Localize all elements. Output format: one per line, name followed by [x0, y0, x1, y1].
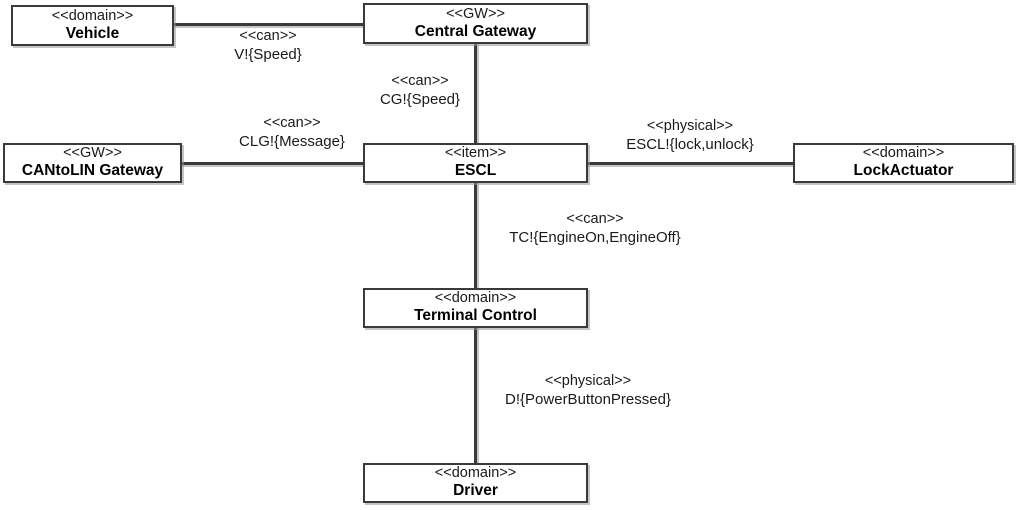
edge-interface-vehicle-central-gateway: <<can>>: [239, 28, 297, 44]
node-central-gateway[interactable]: <<GW>> Central Gateway: [363, 3, 588, 44]
edge-phenomena-vehicle-central-gateway: V!{Speed}: [234, 45, 302, 63]
edge-phenomena-escl-lockactuator: ESCL!{lock,unlock}: [626, 135, 754, 153]
edge-interface-escl-terminal: <<can>>: [566, 211, 624, 227]
node-cantolin-gateway-stereotype: <<GW>>: [63, 145, 122, 162]
connector-terminal-driver: [474, 326, 477, 465]
connector-vehicle-central-gateway: [172, 23, 365, 26]
node-lock-actuator[interactable]: <<domain>> LockActuator: [793, 143, 1014, 183]
edge-interface-terminal-driver: <<physical>>: [544, 373, 632, 389]
node-vehicle[interactable]: <<domain>> Vehicle: [11, 5, 174, 46]
node-escl-name: ESCL: [454, 162, 497, 180]
edge-phenomena-cantolin-escl: CLG!{Message}: [239, 132, 345, 150]
node-terminal-control[interactable]: <<domain>> Terminal Control: [363, 288, 588, 328]
edge-label-escl-terminal: <<can>> TC!{EngineOn,EngineOff}: [455, 211, 735, 247]
node-cantolin-gateway-name: CANtoLIN Gateway: [21, 162, 164, 180]
edge-label-vehicle-central-gateway: <<can>> V!{Speed}: [168, 28, 368, 64]
edge-phenomena-escl-terminal: TC!{EngineOn,EngineOff}: [509, 228, 681, 246]
connector-central-gateway-escl: [474, 42, 477, 145]
edge-label-central-gateway-escl: <<can>> CG!{Speed}: [320, 73, 520, 109]
node-lock-actuator-stereotype: <<domain>>: [862, 145, 945, 162]
node-lock-actuator-name: LockActuator: [853, 162, 954, 180]
connector-escl-terminal: [474, 181, 477, 290]
edge-label-escl-lockactuator: <<physical>> ESCL!{lock,unlock}: [570, 118, 810, 154]
node-cantolin-gateway[interactable]: <<GW>> CANtoLIN Gateway: [3, 143, 182, 183]
node-driver-stereotype: <<domain>>: [434, 465, 517, 482]
edge-phenomena-central-gateway-escl: CG!{Speed}: [379, 90, 461, 108]
connector-cantolin-escl: [180, 162, 365, 165]
node-escl-stereotype: <<item>>: [444, 145, 507, 162]
edge-phenomena-terminal-driver: D!{PowerButtonPressed}: [505, 390, 671, 408]
edge-label-terminal-driver: <<physical>> D!{PowerButtonPressed}: [455, 373, 721, 409]
node-escl[interactable]: <<item>> ESCL: [363, 143, 588, 183]
node-vehicle-name: Vehicle: [65, 24, 120, 42]
connector-escl-lockactuator: [586, 162, 795, 165]
node-driver-name: Driver: [453, 482, 498, 500]
node-central-gateway-stereotype: <<GW>>: [446, 5, 505, 22]
edge-interface-escl-lockactuator: <<physical>>: [646, 118, 734, 134]
edge-interface-cantolin-escl: <<can>>: [263, 115, 321, 131]
node-central-gateway-name: Central Gateway: [414, 22, 537, 40]
node-driver[interactable]: <<domain>> Driver: [363, 463, 588, 503]
node-terminal-control-name: Terminal Control: [414, 307, 537, 325]
node-terminal-control-stereotype: <<domain>>: [434, 290, 517, 307]
node-vehicle-stereotype: <<domain>>: [51, 7, 134, 24]
edge-label-cantolin-escl: <<can>> CLG!{Message}: [182, 115, 402, 151]
edge-interface-central-gateway-escl: <<can>>: [391, 73, 449, 89]
